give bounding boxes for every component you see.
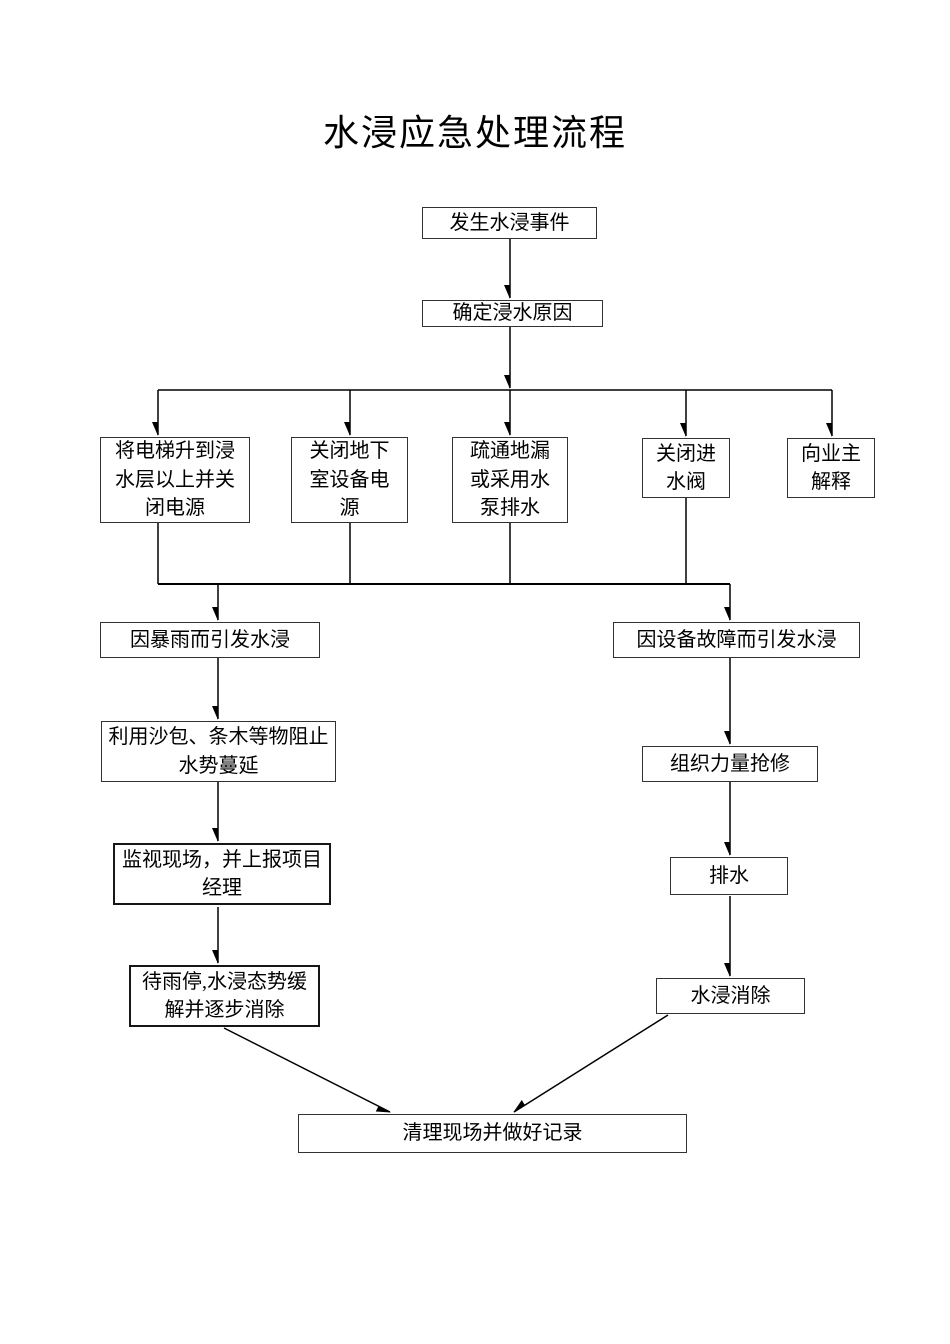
node-sandbag-barrier: 利用沙包、条木等物阻止 水势蔓延 — [101, 721, 336, 782]
node-explain-to-owner: 向业主 解释 — [787, 438, 875, 498]
node-start-event: 发生水浸事件 — [422, 207, 597, 239]
node-unclog-drain-pump: 疏通地漏 或采用水 泵排水 — [452, 437, 568, 523]
node-rainstorm-flood: 因暴雨而引发水浸 — [100, 622, 320, 658]
node-basement-power-off: 关闭地下 室设备电 源 — [291, 437, 408, 523]
node-raise-elevator: 将电梯升到浸 水层以上并关 闭电源 — [100, 437, 250, 523]
node-close-inlet-valve: 关闭进 水阀 — [642, 438, 730, 498]
node-flood-eliminated: 水浸消除 — [656, 978, 805, 1014]
page-title: 水浸应急处理流程 — [322, 113, 627, 153]
node-wait-rain-stop: 待雨停,水浸态势缓 解并逐步消除 — [129, 965, 320, 1027]
node-determine-cause: 确定浸水原因 — [422, 300, 603, 327]
node-equipment-fault-flood: 因设备故障而引发水浸 — [613, 622, 860, 658]
node-drainage: 排水 — [670, 857, 788, 895]
node-cleanup-record: 清理现场并做好记录 — [298, 1114, 687, 1153]
node-monitor-report: 监视现场，并上报项目 经理 — [113, 843, 331, 905]
node-organize-repair: 组织力量抢修 — [642, 746, 818, 782]
